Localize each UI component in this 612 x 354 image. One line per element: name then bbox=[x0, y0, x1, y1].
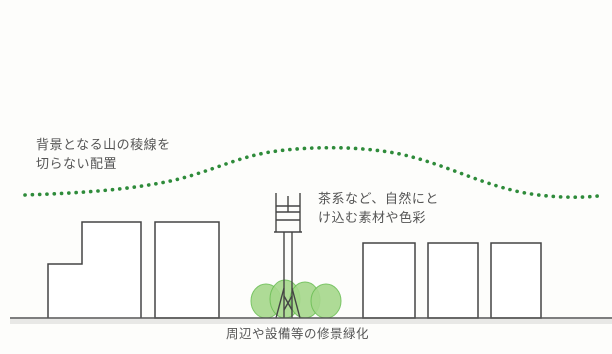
building-right-2 bbox=[427, 242, 479, 319]
ridge-annotation-line-2: 切らない配置 bbox=[36, 157, 118, 172]
greening-caption: 周辺や設備等の修景緑化 bbox=[226, 326, 370, 341]
ridge-line-annotation: 背景となる山の稜線を 切らない配置 bbox=[36, 136, 171, 174]
building-right-3 bbox=[490, 242, 542, 319]
building-right-1 bbox=[362, 242, 416, 319]
tower-color-annotation: 茶系など、自然にと け込む素材や色彩 bbox=[318, 190, 439, 228]
tower bbox=[274, 193, 302, 319]
ridge-annotation-line-1: 背景となる山の稜線を bbox=[36, 138, 171, 153]
tall-building-left bbox=[154, 221, 220, 319]
ground-texture bbox=[10, 319, 612, 324]
shrub-greening bbox=[250, 279, 342, 319]
tower-annotation-line-2: け込む素材や色彩 bbox=[318, 211, 427, 226]
mountain-ridge-line bbox=[23, 145, 600, 199]
stepped-building bbox=[47, 221, 142, 318]
tower-annotation-line-1: 茶系など、自然にと bbox=[318, 192, 439, 207]
